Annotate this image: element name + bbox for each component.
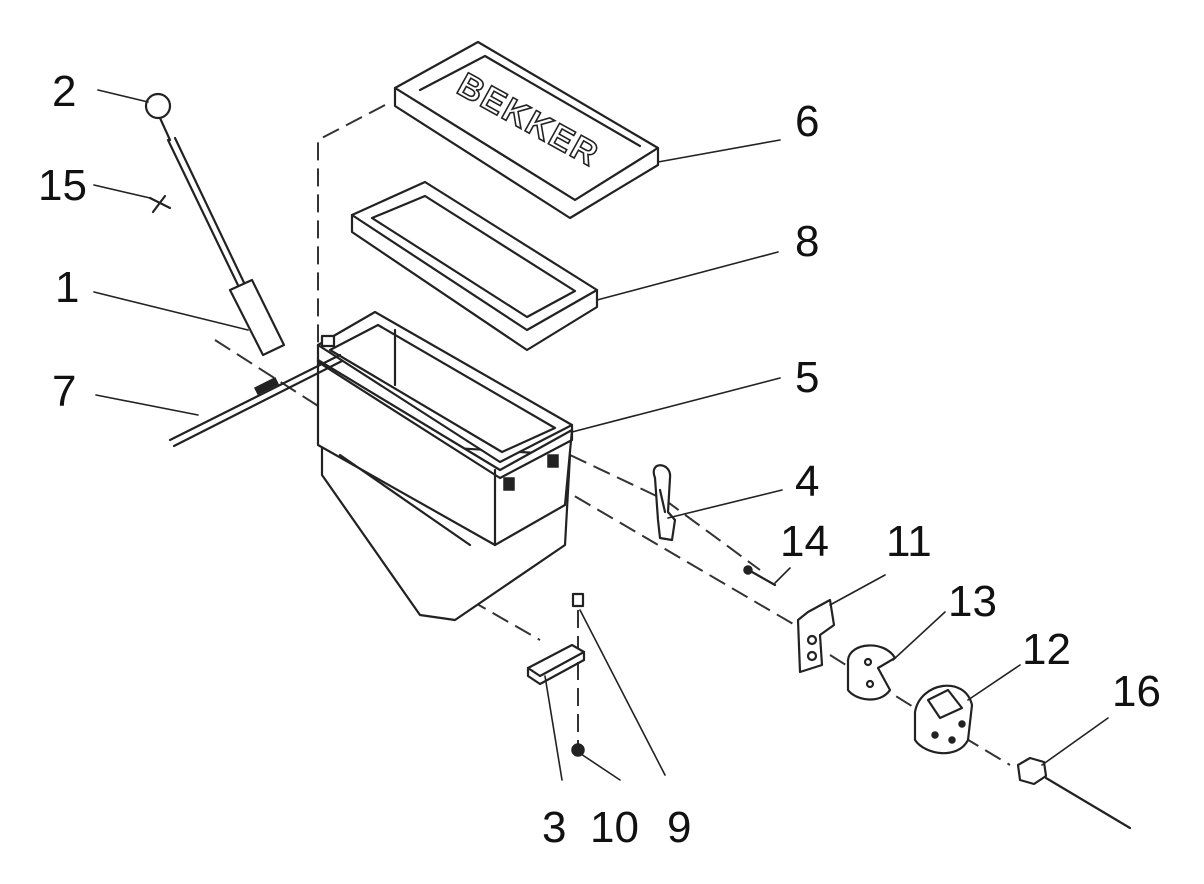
callout-13: 13 [948,577,997,626]
gasket-part [350,180,599,352]
small-pin-part [743,565,777,587]
callout-8: 8 [795,217,819,266]
callout-2: 2 [52,67,76,116]
callout-4: 4 [795,457,819,506]
callout-15: 15 [38,161,87,210]
nut-part [1016,756,1132,830]
callout-5: 5 [795,353,819,402]
callout-11: 11 [886,517,932,566]
shaft-part [168,353,344,448]
callout-7: 7 [52,367,76,416]
callout-9: 9 [667,803,691,852]
callout-3: 3 [542,803,566,852]
hopper-part [316,310,574,622]
hub-part [913,684,974,755]
slide-rod-assembly [144,92,286,357]
strap-bolt-assembly [526,592,586,757]
callout-14: 14 [780,517,829,566]
bracket-part [796,598,836,674]
callout-16: 16 [1112,667,1161,716]
cam-disc-part [846,644,897,701]
callout-1: 1 [55,263,79,312]
callout-12: 12 [1022,625,1071,674]
callout-10: 10 [590,803,639,852]
callout-labels: 2 15 1 7 6 8 5 4 14 11 13 12 16 3 10 9 [38,67,1161,852]
hook-part [652,464,677,542]
callout-6: 6 [795,97,819,146]
leader-lines [93,89,1109,781]
